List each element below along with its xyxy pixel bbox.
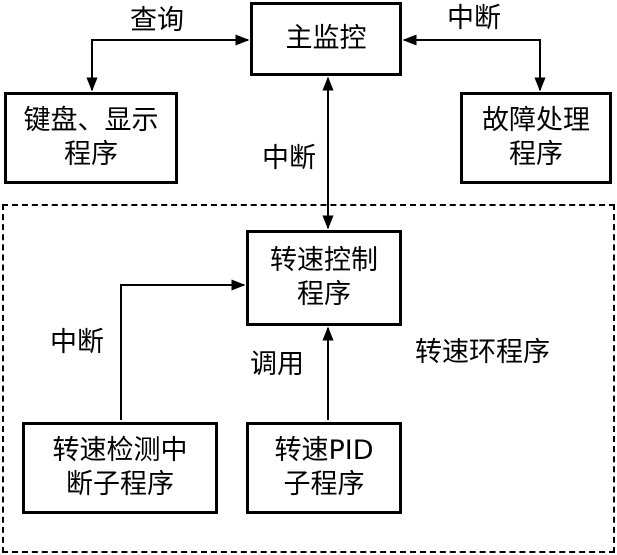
edge-label-interrupt-detect: 中断 bbox=[50, 327, 104, 358]
node-keyboard-display-line1: 键盘、显示 bbox=[23, 105, 159, 136]
edge-interrupt-detect bbox=[120, 279, 246, 420]
edge-label-interrupt-fault: 中断 bbox=[447, 3, 501, 34]
speed-loop-boundary bbox=[2, 204, 615, 553]
node-keyboard-display-line2: 程序 bbox=[64, 139, 118, 170]
node-main-monitor-text: 主监控 bbox=[285, 23, 367, 54]
node-speed-detect-isr: 转速检测中 断子程序 bbox=[22, 422, 218, 514]
node-speed-pid-line1: 转速PID bbox=[274, 435, 374, 466]
node-speed-control-line2: 程序 bbox=[297, 279, 351, 310]
node-speed-pid: 转速PID 子程序 bbox=[246, 422, 402, 514]
group-label-speed-loop: 转速环程序 bbox=[415, 337, 550, 368]
node-speed-pid-line2: 子程序 bbox=[283, 469, 365, 500]
edge-label-query: 查询 bbox=[130, 5, 184, 36]
node-speed-control: 转速控制 程序 bbox=[246, 230, 402, 326]
node-keyboard-display: 键盘、显示 程序 bbox=[4, 92, 178, 184]
node-fault-handling-line1: 故障处理 bbox=[482, 105, 590, 136]
node-fault-handling-line2: 程序 bbox=[509, 139, 563, 170]
edge-query bbox=[86, 34, 250, 92]
node-speed-control-line1: 转速控制 bbox=[270, 245, 378, 276]
node-speed-detect-isr-line2: 断子程序 bbox=[66, 469, 174, 500]
node-main-monitor: 主监控 bbox=[250, 2, 402, 76]
edge-label-call: 调用 bbox=[250, 349, 304, 380]
node-fault-handling: 故障处理 程序 bbox=[460, 92, 612, 184]
edge-interrupt-fault bbox=[402, 34, 546, 92]
node-speed-detect-isr-line1: 转速检测中 bbox=[52, 435, 188, 466]
edge-label-interrupt-main: 中断 bbox=[262, 143, 316, 174]
